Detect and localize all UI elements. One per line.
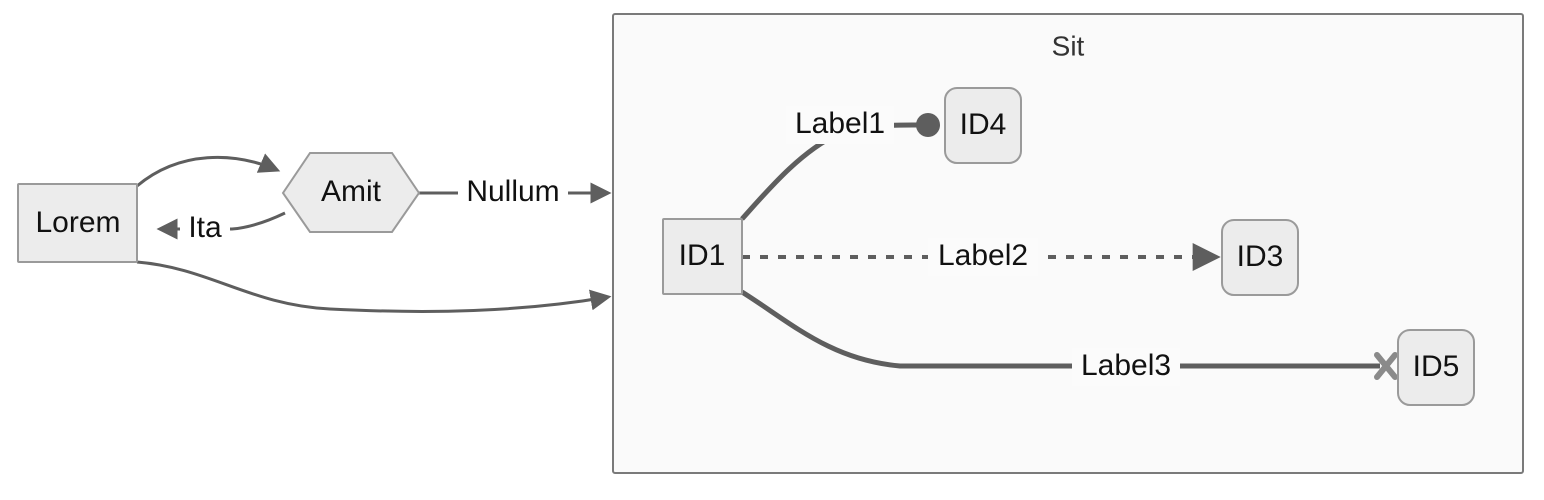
edge-label-bg-label1 [786, 106, 894, 144]
node-id1-label: ID1 [679, 239, 726, 272]
cluster-sit: Sit [612, 13, 1524, 474]
node-amit-label: Amit [321, 175, 382, 208]
node-amit[interactable]: Amit [281, 152, 421, 233]
node-id4-shape[interactable] [944, 87, 1022, 164]
cluster-box [612, 13, 1524, 474]
edge-label-bg-label2 [928, 238, 1038, 276]
node-lorem-shape[interactable] [17, 183, 138, 263]
node-id5-label: ID5 [1413, 350, 1460, 383]
edge-label-ita: Ita [188, 211, 222, 244]
node-lorem-label: Lorem [35, 206, 120, 239]
edge-id1-to-id3: Label2 [742, 238, 1221, 276]
node-id3-label: ID3 [1237, 240, 1284, 273]
node-id1[interactable]: ID1 [662, 218, 743, 295]
edge-id1-to-id5: Label3 [740, 289, 1398, 386]
edge-amit-to-cluster: Nullum [419, 175, 612, 211]
edge-path-amit-lorem [156, 211, 286, 240]
edge-label-label3: Label3 [1081, 349, 1171, 382]
node-id3-shape[interactable] [1221, 219, 1299, 296]
cluster-title: Sit [1052, 30, 1085, 61]
node-id4[interactable]: ID4 [944, 87, 1022, 164]
node-id5[interactable]: ID5 [1397, 329, 1475, 406]
edge-label-label2: Label2 [938, 239, 1028, 272]
node-id3[interactable]: ID3 [1221, 219, 1299, 296]
edge-label-bg-nullum [458, 175, 568, 211]
circle-endpoint-id4 [916, 113, 940, 137]
edge-label-bg-label3 [1072, 348, 1180, 386]
node-id4-label: ID4 [960, 108, 1007, 141]
node-lorem[interactable]: Lorem [17, 183, 138, 263]
node-id5-shape[interactable] [1397, 329, 1475, 406]
edge-path-lorem-amit [136, 153, 281, 188]
node-id1-shape[interactable] [662, 218, 743, 295]
node-amit-shape[interactable] [281, 152, 421, 233]
edge-label-bg-ita [180, 211, 230, 245]
edge-lorem-to-amit [136, 153, 281, 188]
edge-label-label1: Label1 [795, 107, 885, 140]
edge-path-id1-id5 [740, 289, 1380, 369]
cross-endpoint-id5 [1374, 352, 1398, 380]
edge-id1-to-id4: Label1 [740, 106, 940, 221]
edge-label-nullum: Nullum [466, 175, 559, 208]
edge-path-lorem-cluster [136, 260, 612, 313]
edge-lorem-to-cluster [136, 260, 612, 313]
edge-amit-to-lorem: Ita [156, 211, 286, 245]
